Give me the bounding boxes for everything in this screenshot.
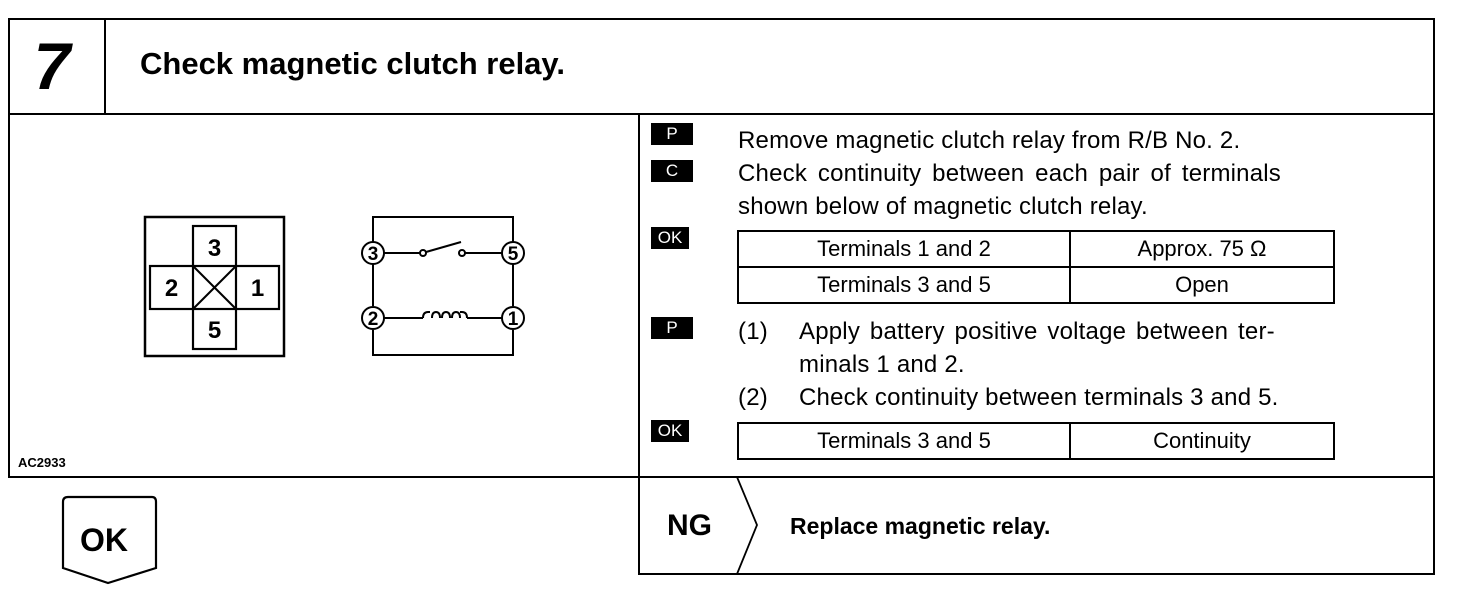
terminal-1-label: 1 xyxy=(251,275,264,302)
step-title: Check magnetic clutch relay. xyxy=(140,46,565,81)
ng-outcome-label: NG xyxy=(667,509,712,542)
column-divider xyxy=(638,114,640,478)
continuity-table-2: Terminals 3 and 5 Continuity xyxy=(737,422,1335,460)
apply-voltage-line2: minals 1 and 2. xyxy=(799,351,965,378)
terminals-cell: Terminals 1 and 2 xyxy=(737,230,1071,268)
ng-outcome-box xyxy=(638,477,1435,575)
switch-contact xyxy=(419,249,427,257)
center-unused-cell xyxy=(192,265,237,310)
procedure-frame xyxy=(8,18,1435,478)
table-row: Terminals 3 and 5 Open xyxy=(737,266,1335,304)
circuit-terminal-2-label: 2 xyxy=(368,309,379,330)
check-instruction-line1: Check continuity between each pair of te… xyxy=(738,160,1282,187)
ng-action-text: Replace magnetic relay. xyxy=(790,513,1051,539)
prep-instruction: Remove magnetic clutch relay from R/B No… xyxy=(738,127,1241,154)
result-cell: Approx. 75 Ω xyxy=(1069,230,1335,268)
circuit-terminal-3 xyxy=(361,241,385,265)
coil-icon xyxy=(422,310,468,319)
check-instruction-line2: shown below of magnetic clutch relay. xyxy=(738,193,1148,220)
check-continuity-instruction: Check continuity between terminals 3 and… xyxy=(799,384,1279,411)
step-number: 7 xyxy=(33,29,71,103)
circuit-terminal-3-label: 3 xyxy=(368,244,379,265)
result-cell: Continuity xyxy=(1069,422,1335,460)
prep-badge: P xyxy=(651,317,693,339)
terminal-3-label: 3 xyxy=(208,235,221,262)
step-number-box xyxy=(8,18,106,115)
terminals-cell: Terminals 3 and 5 xyxy=(737,266,1071,304)
relay-circuit-schematic: 3 5 2 1 xyxy=(361,216,525,356)
relay-connector-diagram: 3 2 1 5 xyxy=(143,215,286,358)
terminal-2-label: 2 xyxy=(165,275,178,302)
item-number: (2) xyxy=(738,384,768,411)
circuit-terminal-1-label: 1 xyxy=(508,309,519,330)
check-badge: C xyxy=(651,160,693,182)
switch-arm xyxy=(425,241,462,253)
table-row: Terminals 3 and 5 Continuity xyxy=(737,422,1335,460)
continuity-table-1: Terminals 1 and 2 Approx. 75 Ω Terminals… xyxy=(737,230,1335,304)
table-row: Terminals 1 and 2 Approx. 75 Ω xyxy=(737,230,1335,268)
ok-badge: OK xyxy=(651,420,689,442)
ok-outcome-label: OK xyxy=(80,522,128,558)
apply-voltage-line1: Apply battery positive voltage between t… xyxy=(799,318,1275,345)
item-number: (1) xyxy=(738,318,768,345)
terminal-5-label: 5 xyxy=(208,317,221,344)
circuit-terminal-5-label: 5 xyxy=(508,244,519,265)
switch-contact xyxy=(458,249,466,257)
ok-badge: OK xyxy=(651,227,689,249)
prep-badge: P xyxy=(651,123,693,145)
figure-code: AC2933 xyxy=(18,455,66,470)
connector-outline xyxy=(143,215,286,358)
header-divider xyxy=(8,113,1435,115)
circuit-terminal-2 xyxy=(361,306,385,330)
circuit-terminal-5 xyxy=(501,241,525,265)
terminals-cell: Terminals 3 and 5 xyxy=(737,422,1071,460)
result-cell: Open xyxy=(1069,266,1335,304)
circuit-terminal-1 xyxy=(501,306,525,330)
ok-arrow-icon xyxy=(61,495,158,585)
ng-chevron-icon xyxy=(736,477,758,575)
